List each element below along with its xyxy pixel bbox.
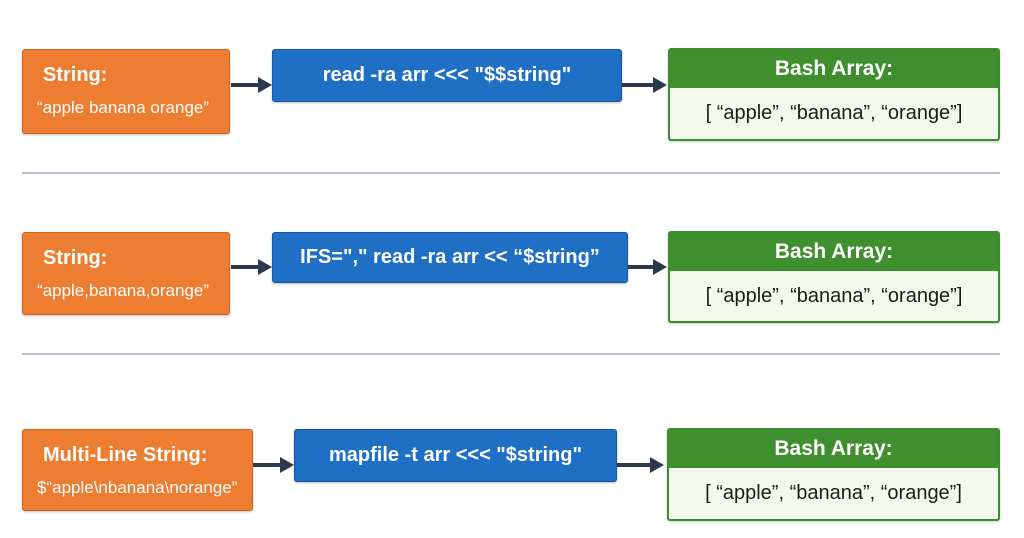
bash-array-value: [ “apple”, “banana”, “orange”]	[705, 482, 962, 504]
bash-array-box: Bash Array: [ “apple”, “banana”, “orange…	[668, 48, 1000, 141]
input-string-title: String:	[43, 64, 108, 86]
command-box: IFS="," read -ra arr << “$string”	[272, 232, 628, 283]
command-box: read -ra arr <<< "$$string"	[272, 49, 622, 102]
section-divider	[22, 172, 1000, 174]
input-string-title: Multi-Line String:	[43, 444, 208, 466]
input-string-value: $“apple\nbanana\norange”	[37, 478, 238, 497]
input-string-value: “apple,banana,orange”	[37, 281, 210, 300]
arrow-right-icon	[622, 75, 668, 95]
input-string-title: String:	[43, 247, 108, 269]
bash-array-box: Bash Array: [ “apple”, “banana”, “orange…	[668, 231, 1000, 323]
input-string-value: “apple banana orange”	[37, 98, 210, 117]
bash-array-value: [ “apple”, “banana”, “orange”]	[705, 102, 963, 124]
arrow-right-icon	[231, 257, 273, 277]
arrow-right-icon	[617, 455, 665, 475]
section-divider	[22, 353, 1000, 355]
input-string-box: String: “apple,banana,orange”	[22, 232, 230, 315]
bash-array-box: Bash Array: [ “apple”, “banana”, “orange…	[667, 428, 1000, 521]
arrow-right-icon	[231, 75, 273, 95]
input-string-box: String: “apple banana orange”	[22, 49, 230, 134]
arrow-right-icon	[628, 257, 668, 277]
bash-array-value: [ “apple”, “banana”, “orange”]	[705, 284, 963, 307]
bash-array-title: Bash Array:	[669, 430, 998, 468]
bash-array-title: Bash Array:	[670, 50, 998, 88]
command-box: mapfile -t arr <<< "$string"	[294, 429, 617, 482]
bash-array-title: Bash Array:	[670, 233, 998, 271]
input-string-box: Multi-Line String: $“apple\nbanana\noran…	[22, 429, 253, 511]
arrow-right-icon	[253, 455, 295, 475]
